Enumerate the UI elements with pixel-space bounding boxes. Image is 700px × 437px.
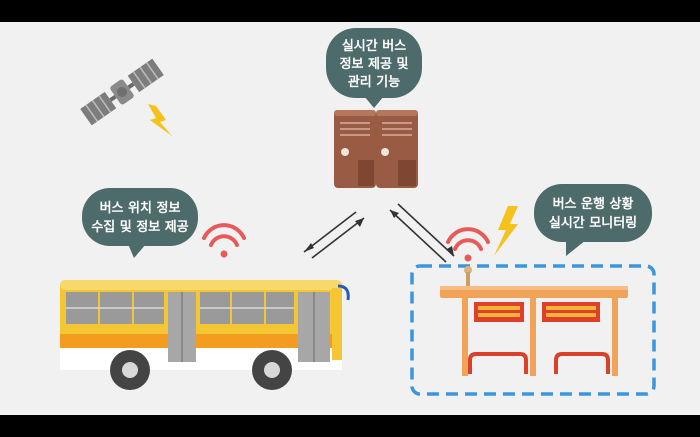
wifi-icon xyxy=(202,223,246,258)
lightning-icon xyxy=(148,104,172,136)
server-bubble-line-2: 정보 제공 및 xyxy=(340,56,409,72)
server-speech-bubble: 실시간 버스 정보 제공 및 관리 기능 xyxy=(326,28,422,108)
server-bubble-line-3: 관리 기능 xyxy=(348,74,400,90)
bus-bubble-line-1: 버스 위치 정보 xyxy=(100,200,181,216)
bus-bubble-line-2: 수집 및 정보 제공 xyxy=(91,219,188,235)
bus-icon xyxy=(60,280,350,390)
lightning-icon xyxy=(494,206,518,256)
monitoring-dashed-border xyxy=(410,264,656,396)
satellite-icon xyxy=(80,58,164,126)
bidirectional-arrow-icon xyxy=(389,203,455,263)
stop-bubble-line-1: 버스 운행 상황 xyxy=(553,196,634,212)
bus-speech-bubble: 버스 위치 정보 수집 및 정보 제공 xyxy=(82,188,198,258)
bus-stop-icon xyxy=(440,266,628,376)
bottom-letterbox xyxy=(0,415,700,437)
server-icon xyxy=(334,110,418,188)
stop-speech-bubble: 버스 운행 상황 실시간 모니터링 xyxy=(534,184,652,256)
bidirectional-arrow-icon xyxy=(303,211,365,259)
server-bubble-line-1: 실시간 버스 xyxy=(342,38,406,54)
wifi-icon xyxy=(446,227,490,262)
top-letterbox xyxy=(0,0,700,22)
stop-bubble-line-2: 실시간 모니터링 xyxy=(549,215,637,231)
